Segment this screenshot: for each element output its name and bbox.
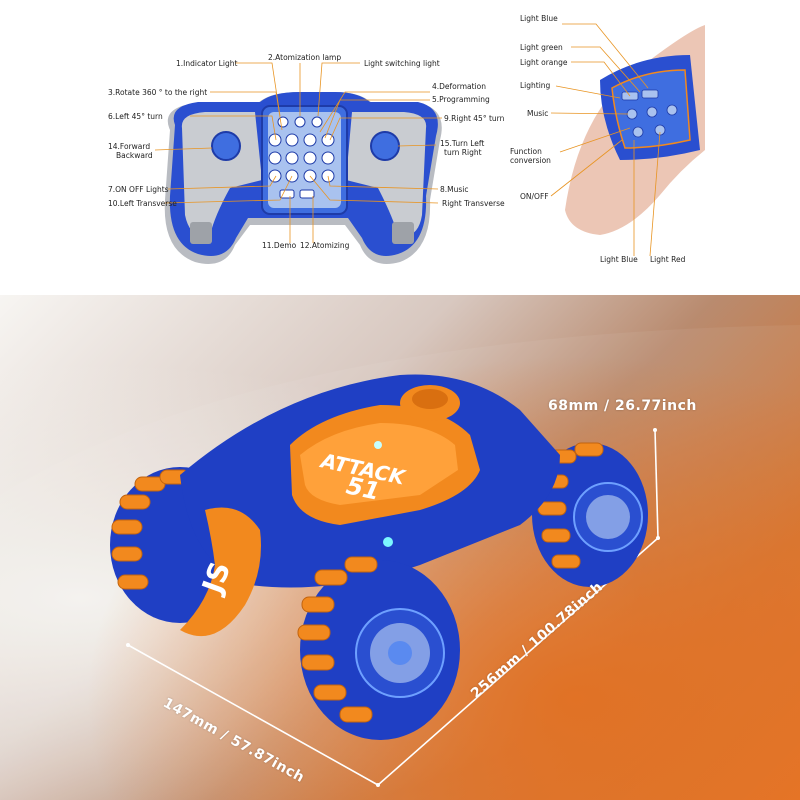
label-watch-light-blue-bottom: Light Blue — [600, 255, 638, 264]
label-left-transverse: 10.Left Transverse — [108, 199, 177, 208]
label-watch-light-blue-top: Light Blue — [520, 14, 558, 23]
wheel-front-right — [532, 442, 648, 587]
label-watch-lighting: Lighting — [520, 81, 551, 90]
label-watch-light-orange: Light orange — [520, 58, 568, 67]
label-turn-left: 15.Turn Left — [440, 139, 485, 148]
instruction-panel: 1.Indicator Light 2.Atomization lamp Lig… — [0, 0, 800, 295]
controller-illustration — [154, 23, 705, 264]
label-atomizing: 12.Atomizing — [300, 241, 350, 250]
label-watch-light-green: Light green — [520, 43, 563, 52]
label-rotate-360: 3.Rotate 360 ° to the right — [108, 88, 208, 97]
label-demo: 11.Demo — [262, 241, 297, 250]
label-watch-function: Function — [510, 147, 542, 156]
label-indicator-light: 1.Indicator Light — [176, 59, 238, 68]
label-right-45: 9.Right 45° turn — [444, 114, 505, 123]
label-watch-music: Music — [527, 109, 549, 118]
stunt-car: ATTACK 51 JS — [110, 374, 660, 787]
label-watch-conversion: conversion — [510, 156, 551, 165]
label-on-off-lights: 7.ON OFF Lights — [108, 185, 169, 194]
label-programming: 5.Programming — [432, 95, 490, 104]
label-atomization-lamp: 2.Atomization lamp — [268, 53, 342, 62]
wheel-front-left — [297, 556, 460, 740]
dimension-height: 68mm / 26.77inch — [548, 398, 697, 414]
label-right-transverse: Right Transverse — [442, 199, 505, 208]
label-left-45: 6.Left 45° turn — [108, 112, 163, 121]
decal-number: 51 — [344, 471, 382, 505]
label-music: 8.Music — [440, 185, 469, 194]
label-watch-on-off: ON/OFF — [520, 192, 549, 201]
label-turn-right: turn Right — [444, 148, 482, 157]
label-watch-light-red: Light Red — [650, 255, 686, 264]
label-deformation: 4.Deformation — [432, 82, 486, 91]
label-backward: Backward — [116, 151, 153, 160]
label-light-switching: Light switching light — [364, 59, 440, 68]
car-body — [180, 374, 560, 637]
product-photo: ATTACK 51 JS 68mm / 26.77inch 256mm / 10… — [0, 295, 800, 800]
label-forward: 14.Forward — [108, 142, 151, 151]
